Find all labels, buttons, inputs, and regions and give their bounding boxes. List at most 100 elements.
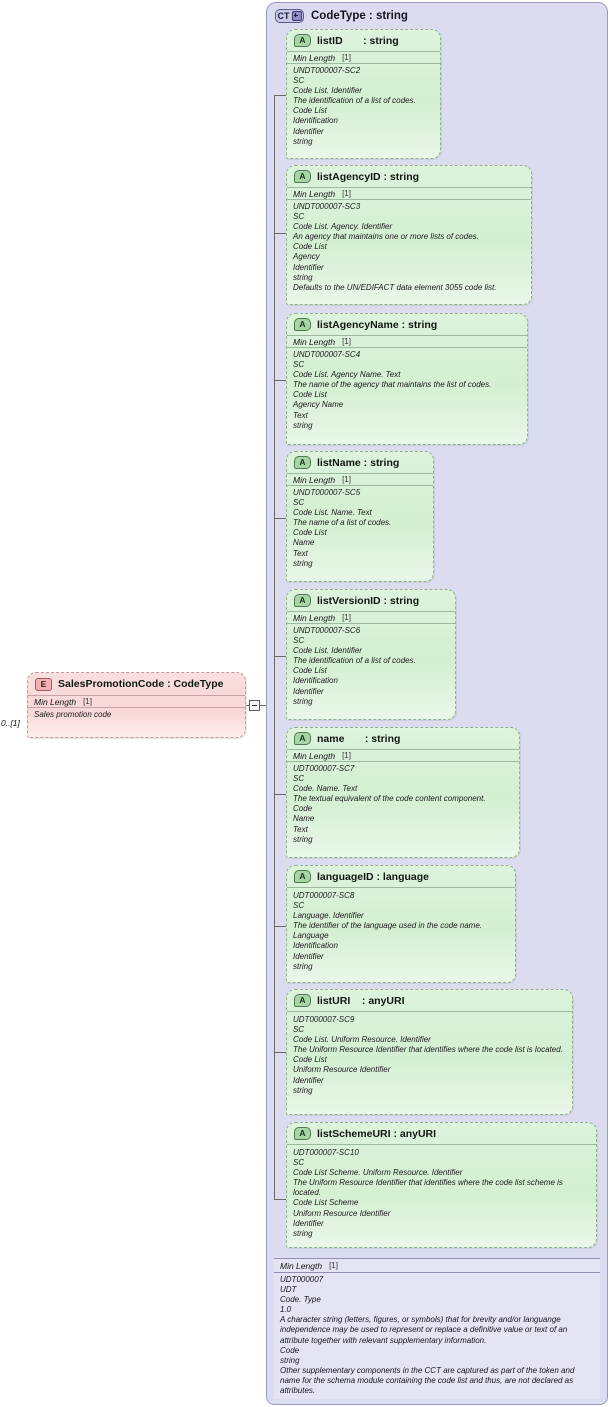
- element-icon: E: [35, 677, 52, 691]
- doc-line: Uniform Resource Identifier: [293, 1065, 391, 1075]
- attribute-icon: A: [294, 170, 311, 183]
- doc-line: UDT000007-SC10: [293, 1148, 359, 1157]
- doc-line: Identifier: [293, 1218, 324, 1228]
- attribute-documentation: UDT000007-SC7 SC Code. Name. Text The te…: [287, 762, 519, 848]
- attribute-title: listSchemeURI : anyURI: [317, 1127, 437, 1140]
- attribute-box-languageid[interactable]: A languageID : language UDT000007-SC8 SC…: [286, 865, 516, 983]
- complextype-facet-row: Min Length [1]: [274, 1259, 600, 1273]
- doc-line: UNDT000007-SC4: [293, 350, 361, 359]
- attribute-tree-stub: [274, 1052, 286, 1053]
- attribute-title: listAgencyID : string: [317, 170, 420, 183]
- doc-line: Code List: [293, 666, 327, 676]
- attribute-title: listURI : anyURI: [317, 994, 405, 1007]
- attribute-documentation: UDT000007-SC8 SC Language. Identifier Th…: [287, 888, 515, 975]
- facet-value: [1]: [342, 189, 351, 198]
- attribute-box-listschemeuri[interactable]: A listSchemeURI : anyURI UDT000007-SC10 …: [286, 1122, 597, 1248]
- attribute-box-listversionid[interactable]: A listVersionID : string Min Length [1] …: [286, 589, 456, 720]
- doc-line: Code List: [293, 106, 327, 116]
- facet-name: Min Length: [293, 612, 336, 623]
- doc-line: string: [293, 136, 313, 146]
- doc-line: 1.0: [280, 1305, 292, 1315]
- doc-line: string: [293, 696, 313, 706]
- attribute-title: languageID : language: [317, 870, 430, 883]
- doc-line: Identifier: [293, 1075, 324, 1085]
- doc-line: UNDT000007-SC6: [293, 626, 361, 635]
- doc-line: The identification of a list of codes.: [293, 656, 416, 666]
- doc-line: string: [280, 1355, 300, 1365]
- attribute-tree-stub: [274, 1199, 286, 1200]
- doc-line: UDT000007: [280, 1275, 324, 1284]
- attribute-divider: [287, 1011, 572, 1012]
- doc-line: SC: [293, 1158, 305, 1168]
- attribute-icon: A: [294, 318, 311, 331]
- attribute-box-listagencyname[interactable]: A listAgencyName : string Min Length [1]…: [286, 313, 528, 445]
- expander-minus-icon[interactable]: [249, 700, 260, 711]
- doc-line: Agency Name: [293, 400, 344, 410]
- doc-line: string: [293, 272, 313, 282]
- attribute-title: listID : string: [317, 34, 399, 47]
- doc-line: Name: [293, 538, 315, 548]
- doc-line: Code List: [293, 390, 327, 400]
- doc-line: Text: [293, 824, 308, 834]
- doc-line: string: [293, 961, 313, 971]
- doc-line: Name: [293, 814, 315, 824]
- attribute-box-name[interactable]: A name : string Min Length [1] UDT000007…: [286, 727, 520, 858]
- attribute-tree-stub: [274, 794, 286, 795]
- doc-line: UNDT000007-SC2: [293, 66, 361, 75]
- doc-line: A character string (letters, figures, or…: [280, 1315, 568, 1345]
- doc-line: Code List. Agency Name. Text: [293, 370, 401, 380]
- facet-value: [1]: [329, 1261, 338, 1270]
- doc-line: SC: [293, 212, 305, 222]
- attribute-box-listuri[interactable]: A listURI : anyURI UDT000007-SC9 SC Code…: [286, 989, 573, 1115]
- doc-line: Language. Identifier: [293, 911, 364, 921]
- facet-name: Min Length: [280, 1260, 323, 1271]
- attribute-facet-row: Min Length [1]: [287, 749, 519, 762]
- attribute-documentation: UDT000007-SC10 SC Code List Scheme. Unif…: [287, 1145, 596, 1242]
- attribute-facet-row: Min Length [1]: [287, 51, 440, 64]
- doc-line: SC: [293, 901, 305, 911]
- doc-line: An agency that maintains one or more lis…: [293, 232, 479, 242]
- doc-line: The identifier of the language used in t…: [293, 921, 483, 931]
- element-cardinality-label: 0..[1]: [1, 718, 20, 728]
- doc-line: Identification: [293, 116, 338, 126]
- doc-line: Code List Scheme. Uniform Resource. Iden…: [293, 1168, 463, 1178]
- doc-line: SC: [293, 498, 305, 508]
- attribute-divider: [287, 887, 515, 888]
- attribute-box-listagencyid[interactable]: A listAgencyID : string Min Length [1] U…: [286, 165, 532, 305]
- attribute-tree-stub: [274, 518, 286, 519]
- doc-line: string: [293, 1085, 313, 1095]
- attribute-icon: A: [294, 870, 311, 883]
- complextype-header: CT CodeType : string: [267, 3, 607, 29]
- doc-line: Code List. Identifier: [293, 646, 362, 656]
- doc-line: Code: [293, 804, 313, 814]
- doc-line: string: [293, 558, 313, 568]
- doc-line: The textual equivalent of the code conte…: [293, 794, 486, 804]
- attribute-tree-stub: [274, 656, 286, 657]
- doc-line: SC: [293, 76, 305, 86]
- doc-line: UDT000007-SC8: [293, 891, 355, 900]
- element-header: E SalesPromotionCode : CodeType: [28, 673, 245, 695]
- element-box-salespromotioncode[interactable]: E SalesPromotionCode : CodeType Min Leng…: [27, 672, 246, 738]
- doc-line: UDT000007-SC9: [293, 1015, 355, 1024]
- element-title: SalesPromotionCode : CodeType: [58, 678, 224, 690]
- attribute-header: A listName : string: [287, 452, 433, 473]
- attribute-box-listname[interactable]: A listName : string Min Length [1] UNDT0…: [286, 451, 434, 582]
- attribute-header: A listVersionID : string: [287, 590, 455, 611]
- doc-line: The name of the agency that maintains th…: [293, 380, 492, 390]
- attribute-documentation: UNDT000007-SC6 SC Code List. Identifier …: [287, 624, 455, 710]
- doc-line: string: [293, 1228, 313, 1238]
- complextype-documentation: UDT000007 UDT Code. Type 1.0 A character…: [274, 1273, 600, 1399]
- doc-line: Code. Name. Text: [293, 784, 358, 794]
- facet-name: Min Length: [293, 336, 336, 347]
- attribute-box-listid[interactable]: A listID : string Min Length [1] UNDT000…: [286, 29, 441, 159]
- doc-line: Sales promotion code: [34, 710, 112, 719]
- doc-line: SC: [293, 360, 305, 370]
- facet-value: [1]: [342, 751, 351, 760]
- attribute-documentation: UNDT000007-SC5 SC Code List. Name. Text …: [287, 486, 433, 572]
- element-facet-row: Min Length [1]: [28, 695, 245, 708]
- attribute-title: name : string: [317, 732, 401, 745]
- doc-line: UNDT000007-SC5: [293, 488, 361, 497]
- attribute-title: listAgencyName : string: [317, 318, 438, 331]
- attribute-tree-stub: [274, 233, 286, 234]
- attribute-header: A listAgencyName : string: [287, 314, 527, 335]
